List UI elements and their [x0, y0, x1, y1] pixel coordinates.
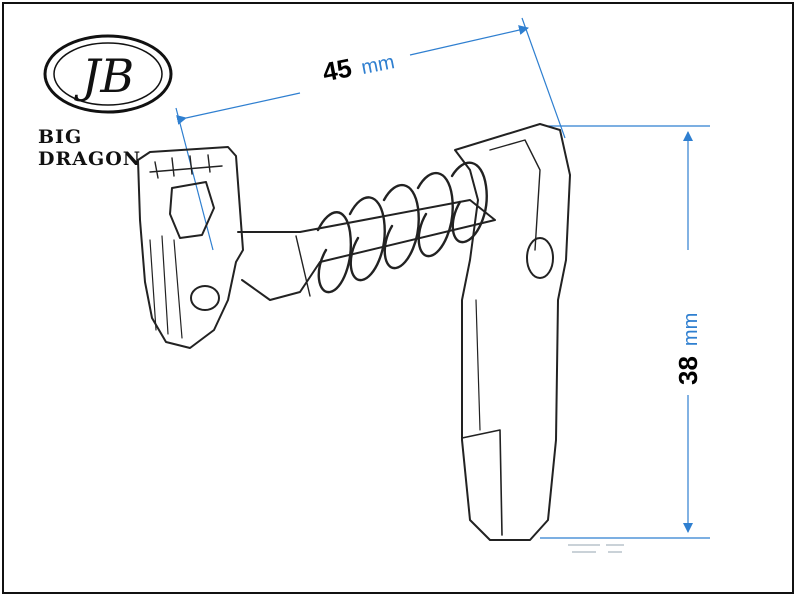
- height-dimension-label: 38 mm: [673, 305, 704, 385]
- release-shaft: [237, 199, 496, 301]
- catch-lever: [454, 123, 571, 541]
- paddle-pin: [190, 285, 220, 311]
- lever-pin: [526, 237, 554, 279]
- logo-inner-ellipse: [53, 42, 163, 106]
- brand-logo: JB: [43, 34, 173, 114]
- width-extension-right: [521, 17, 566, 139]
- release-paddle: [137, 146, 244, 349]
- height-dimension: [540, 125, 710, 539]
- watermark-marks: [568, 544, 624, 553]
- image-frame: [2, 2, 794, 594]
- logo-outer-ellipse: [43, 34, 173, 114]
- logo-monogram: JB: [74, 49, 134, 103]
- width-unit: mm: [359, 51, 397, 80]
- width-dimension-line-left: [176, 92, 301, 125]
- release-spring: [316, 161, 488, 294]
- width-dimension-line-right: [409, 25, 529, 56]
- height-unit: mm: [680, 312, 702, 347]
- part-sketch: [137, 123, 571, 541]
- width-value: 45: [320, 52, 355, 88]
- height-value: 38: [673, 356, 703, 385]
- brand-name: BIG DRAGON: [38, 126, 142, 170]
